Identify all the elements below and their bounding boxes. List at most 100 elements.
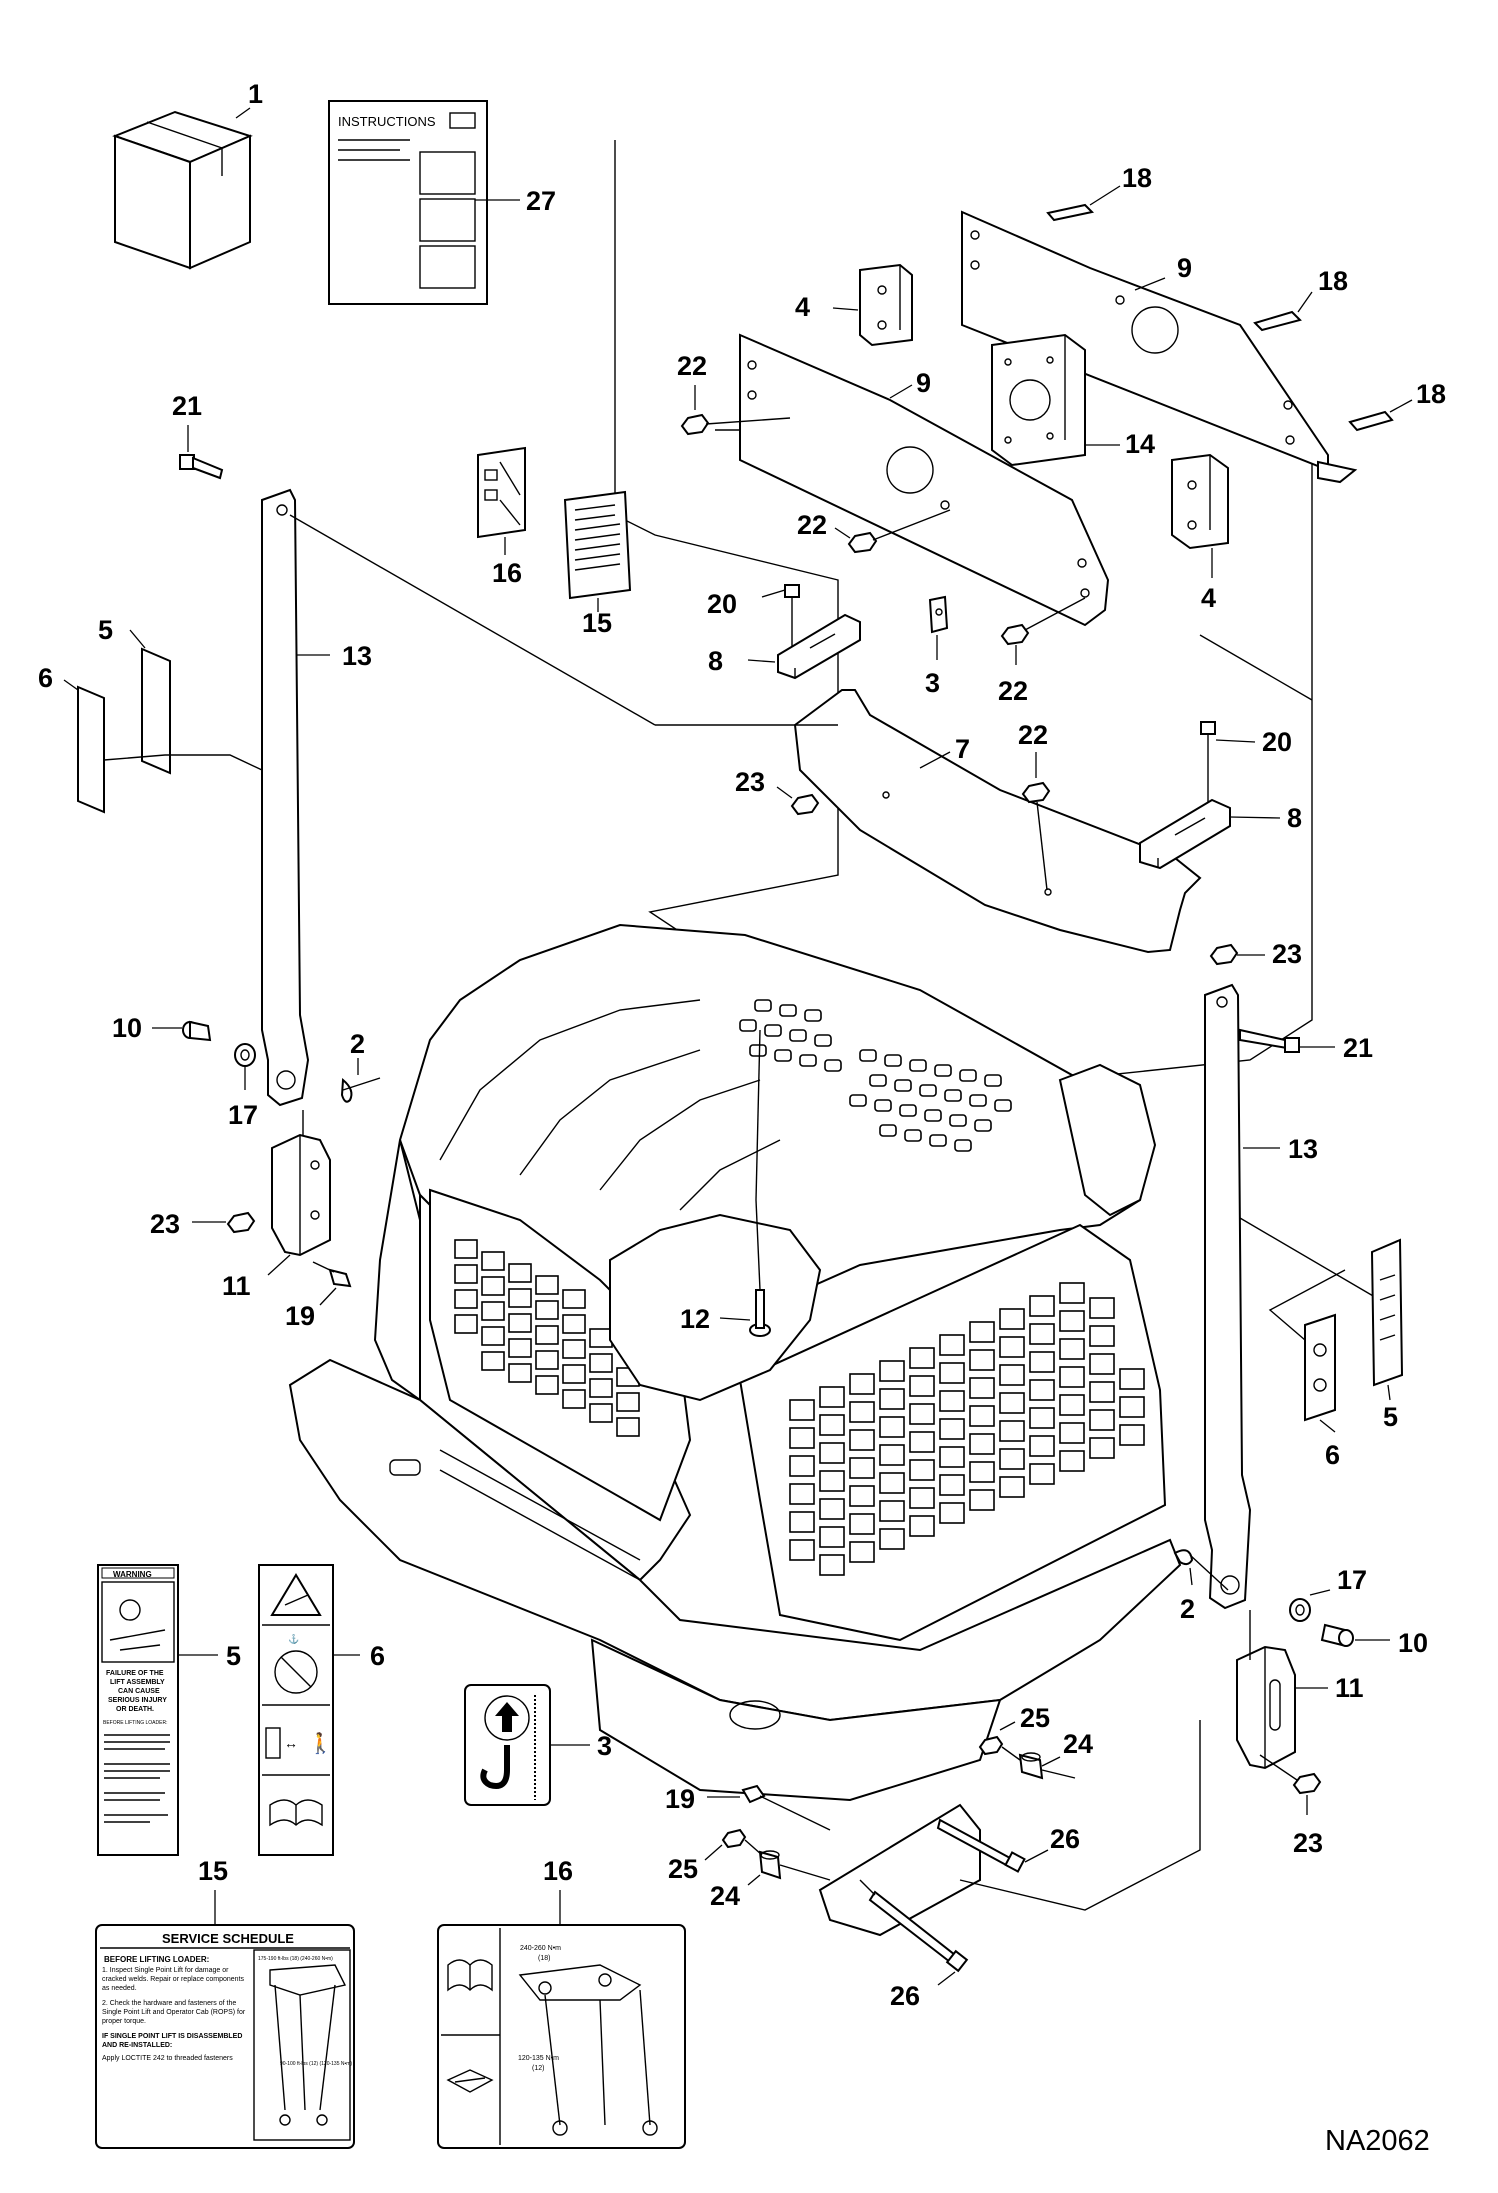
bolt-21-b [1239, 1028, 1300, 1053]
torque-count-2: (12) [532, 2065, 544, 2072]
label-22-c: 22 [998, 676, 1028, 706]
decal-6-hook-glyph: ⚓ [288, 1633, 299, 1644]
label-17-b: 17 [1337, 1565, 1367, 1595]
torque-value-1: 240-260 N•m [520, 1945, 561, 1952]
nut-25-a [978, 1735, 1004, 1756]
label-8-b: 8 [1287, 803, 1302, 833]
pin-10-b [1320, 1623, 1354, 1647]
part-9-plate-rear [961, 210, 1358, 484]
torque-count-1: (18) [538, 1955, 550, 1962]
warning-failure-line-1: FAILURE OF THE [106, 1670, 164, 1677]
bolt-19-b [741, 1784, 831, 1831]
bolt-18-b [1253, 291, 1313, 332]
diagram-id: NA2062 [1325, 2125, 1430, 2157]
label-25-b: 25 [668, 1854, 698, 1884]
label-2-b: 2 [1180, 1594, 1195, 1624]
label-23-b: 23 [1272, 939, 1302, 969]
label-16: 16 [492, 558, 522, 588]
spacer-24-b [758, 1850, 782, 1880]
label-9-rear: 9 [1177, 253, 1192, 283]
nut-23-a [790, 793, 820, 816]
label-10-a: 10 [112, 1013, 142, 1043]
washer-17-b [1289, 1598, 1311, 1622]
warning-failure-line-5: OR DEATH. [116, 1706, 154, 1713]
label-25-a: 25 [1020, 1703, 1050, 1733]
warning-failure-line-4: SERIOUS INJURY [108, 1697, 167, 1704]
part-14-block [991, 333, 1086, 467]
roof-vent-grid [739, 999, 1012, 1152]
part-8-bracket-a [777, 613, 861, 680]
decals-5-6-flat-left [77, 647, 263, 814]
label-8-a: 8 [708, 646, 723, 676]
decal-3-lift-point-detail [464, 1684, 590, 1806]
label-9-front: 9 [916, 368, 931, 398]
service-reinstall: IF SINGLE POINT LIFT IS DISASSEMBLED AND… [102, 2033, 243, 2049]
label-5-flat: 5 [98, 615, 113, 645]
part-4-block-lower [1171, 453, 1229, 550]
bolt-18-c [1348, 399, 1413, 432]
pin-10-a [182, 1020, 212, 1042]
part-1-box [112, 107, 253, 270]
bolt-21-a [179, 454, 224, 480]
label-20-b: 20 [1262, 727, 1292, 757]
label-11-b: 11 [1335, 1673, 1364, 1703]
bolt-26-b [859, 1879, 969, 1973]
service-step-2: 2. Check the hardware and fasteners of t… [102, 2000, 246, 2025]
label-15-small: 15 [582, 608, 612, 638]
service-schedule-title: SERVICE SCHEDULE [162, 1931, 294, 1946]
side-screen-left-grid [454, 1239, 640, 1437]
bolt-19-a [312, 1261, 352, 1288]
torque-value-2: 120-135 N•m [518, 2055, 559, 2062]
label-1: 1 [248, 79, 263, 109]
explode-outline-right [1199, 634, 1313, 701]
nut-25-b [721, 1828, 747, 1849]
explode-outline-bottom-right [959, 1720, 1201, 1911]
part-15-decal-small [563, 490, 632, 600]
service-steps: 1. Inspect Single Point Lift for damage … [102, 1967, 246, 2062]
nut-22-a [680, 413, 791, 436]
label-23-d: 23 [1293, 1828, 1323, 1858]
label-21-a: 21 [172, 391, 202, 421]
part-7-plate [793, 689, 1202, 954]
spacer-24-a [1018, 1752, 1044, 1780]
label-6-detail: 6 [370, 1641, 385, 1671]
warning-failure-line-2: LIFT ASSEMBLY [110, 1679, 165, 1686]
label-2-a: 2 [350, 1029, 365, 1059]
label-17-a: 17 [228, 1100, 258, 1130]
label-12: 12 [680, 1304, 710, 1334]
service-step-1: 1. Inspect Single Point Lift for damage … [102, 1967, 245, 1992]
washer-17-a [234, 1043, 256, 1067]
part-27-instructions: INSTRUCTIONS [328, 100, 520, 305]
label-24-b: 24 [710, 1881, 740, 1911]
label-15-detail: 15 [198, 1856, 228, 1886]
label-4-lower: 4 [1201, 583, 1216, 613]
label-19-b: 19 [665, 1784, 695, 1814]
label-7: 7 [955, 734, 970, 764]
bolt-26-a [936, 1818, 1026, 1873]
part-16-decal-small [477, 446, 526, 539]
label-6-angled: 6 [1325, 1440, 1340, 1470]
bolt-20-b [1200, 721, 1256, 805]
nut-22-c [1000, 597, 1086, 646]
front-screen-grid [789, 1282, 1145, 1576]
label-22-b: 22 [797, 510, 827, 540]
operator-cab-rops [288, 923, 1182, 1937]
part-9-plate-front [739, 333, 1110, 627]
nut-22-b [847, 509, 951, 554]
warning-header: WARNING [113, 1570, 152, 1579]
decal-5-warning-detail: WARNING FAILURE OF THE LIFT ASSEMBLY CAN… [97, 1564, 218, 1856]
cotter-pin-2-a [340, 1077, 381, 1103]
part-13-lift-arm-right [1204, 983, 1252, 1610]
label-14: 14 [1125, 429, 1155, 459]
label-4-upper: 4 [795, 292, 810, 322]
part-4-block-upper [859, 263, 913, 347]
label-26-b: 26 [890, 1981, 920, 2011]
label-23-a: 23 [735, 767, 765, 797]
decal-6-keepaway-arrow: ↔ [284, 1735, 298, 1751]
label-24-a: 24 [1063, 1729, 1093, 1759]
warning-failure-line-3: CAN CAUSE [118, 1688, 160, 1695]
service-torque-1: 175-190 ft-lbs (18) (240-260 N•m) [258, 1956, 333, 1962]
nut-22-d [1021, 781, 1051, 891]
label-13-left: 13 [342, 641, 372, 671]
